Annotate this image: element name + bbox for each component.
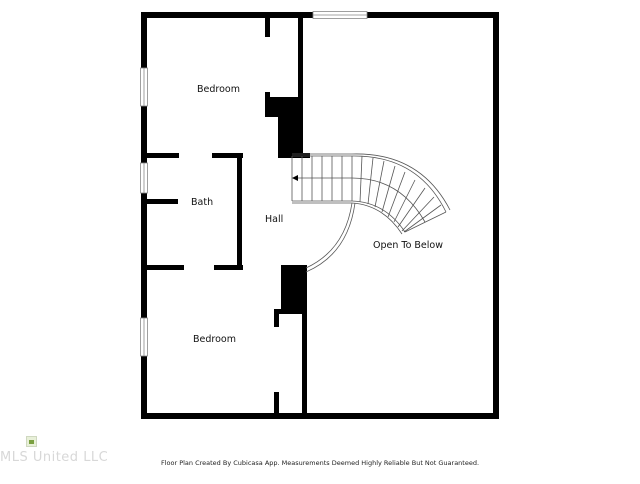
upper-interior-walls xyxy=(265,17,303,158)
mid-upper-wall xyxy=(141,153,310,158)
watermark: MLS United LLC xyxy=(0,450,109,465)
room-label-open-to-below: Open To Below xyxy=(373,240,443,251)
lower-closet-walls xyxy=(274,265,307,419)
bath-walls xyxy=(141,153,242,270)
brand-logo-icon xyxy=(26,436,37,447)
staircase xyxy=(291,153,451,273)
outer-walls xyxy=(141,12,499,419)
footer-disclaimer: Floor Plan Created By Cubicasa App. Meas… xyxy=(160,459,480,467)
room-label-hall: Hall xyxy=(265,214,284,225)
stair-arrow-icon xyxy=(292,175,298,181)
room-label-bath: Bath xyxy=(191,197,214,208)
room-label-bedroom-upper: Bedroom xyxy=(197,84,240,95)
room-label-bedroom-lower: Bedroom xyxy=(193,334,236,345)
windows xyxy=(140,11,368,357)
